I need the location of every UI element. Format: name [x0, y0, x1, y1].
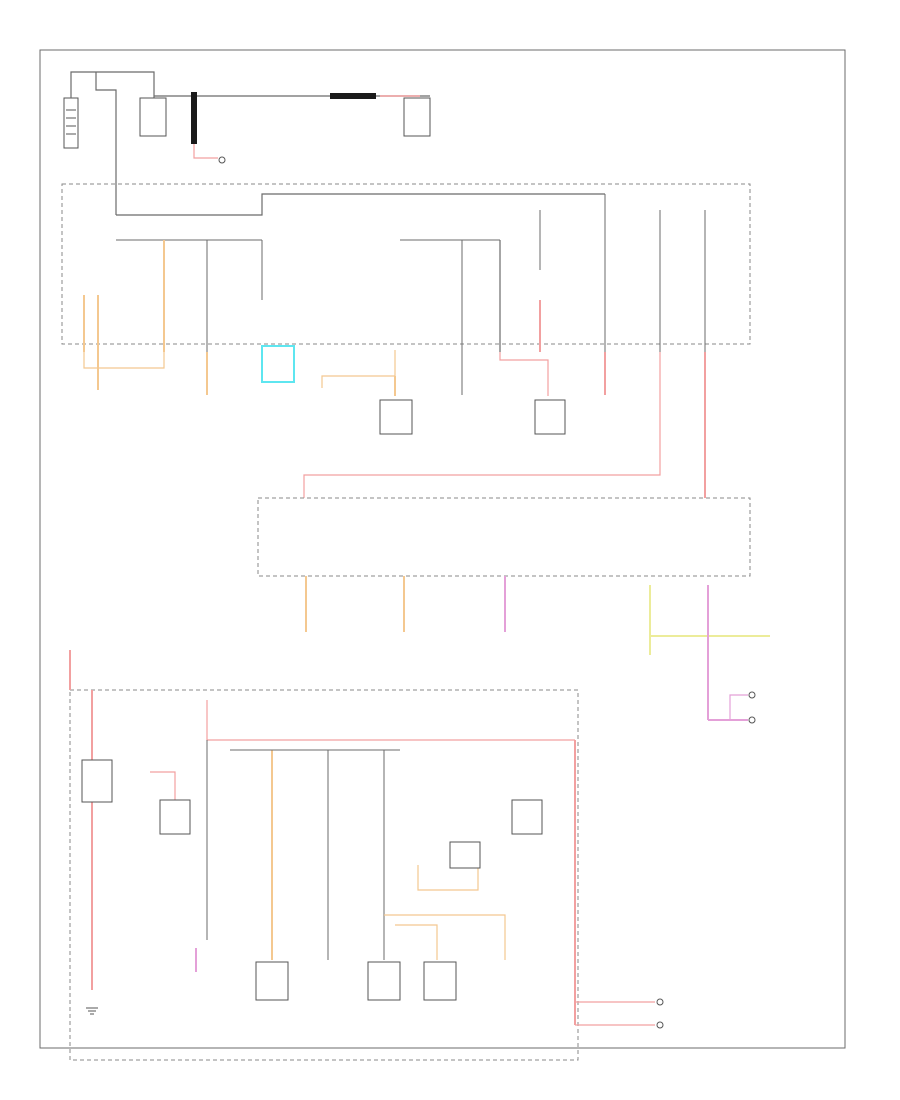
underdash-fuse-box — [69, 689, 579, 1061]
relay-right-lower — [511, 799, 543, 835]
fusible-link-black — [191, 92, 197, 144]
relay-fan-motor — [423, 961, 457, 1001]
fusible-link-horizontal — [330, 93, 376, 99]
battery-section — [63, 71, 431, 215]
underhood-fuse-box-wires — [83, 193, 706, 352]
underdash-wires — [69, 650, 655, 1026]
relay-electronic — [534, 399, 566, 435]
relay-a — [159, 799, 191, 835]
relay-right-front — [379, 399, 413, 435]
connector-arrow-icon — [656, 998, 664, 1006]
generator — [403, 97, 431, 137]
connector-arrow-icon — [748, 691, 756, 699]
battery — [63, 97, 79, 149]
cyan-circuit — [261, 345, 295, 383]
underhood-outputs — [83, 345, 706, 498]
underhood-fuse-box — [61, 183, 751, 345]
diagram-frame — [39, 49, 846, 1049]
ignition-switch — [257, 497, 751, 577]
relay-starter — [255, 961, 289, 1001]
connector-arrow-icon — [656, 1021, 664, 1029]
connector-arrow-icon — [218, 156, 226, 164]
connector-arrow-icon — [748, 716, 756, 724]
starter-solenoid — [139, 97, 167, 137]
ignition-switch-outputs — [305, 576, 770, 721]
relay-fan — [449, 841, 481, 869]
relay-pcm — [367, 961, 401, 1001]
ground-icon — [86, 1007, 98, 1015]
relay-main — [81, 759, 113, 803]
